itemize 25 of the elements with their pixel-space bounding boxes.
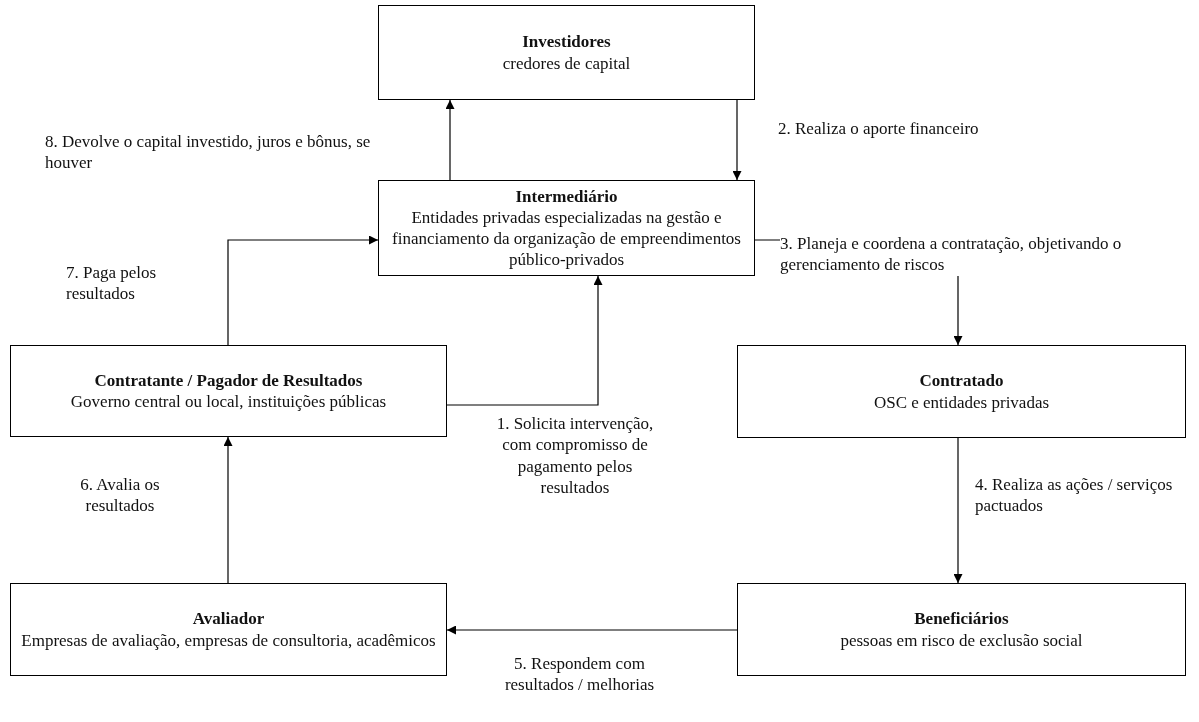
- box-heading: Beneficiários: [914, 608, 1009, 630]
- process-box: [378, 5, 755, 100]
- process-box: [378, 180, 755, 276]
- box-heading: Contratante / Pagador de Resultados: [94, 369, 363, 391]
- box-heading: Investidores: [522, 31, 611, 53]
- box-description: Governo central ou local, instituições públicas: [70, 391, 387, 413]
- box-description: OSC e entidades privadas: [873, 391, 1050, 413]
- box-heading: Avaliador: [192, 608, 265, 630]
- arrow: [446, 275, 603, 406]
- process-box: [10, 583, 447, 676]
- arrow: [223, 436, 233, 584]
- box-heading: Contratado: [919, 370, 1004, 392]
- box-description: pessoas em risco de exclusão social: [840, 629, 1083, 651]
- box-description: Entidades privadas especializadas na gestão e financiamento da organização de empreendimentos público-privados: [391, 206, 742, 271]
- arrow: [953, 437, 963, 584]
- process-box: [10, 345, 447, 437]
- arrow: [445, 99, 455, 181]
- arrow: [446, 625, 738, 635]
- arrow: [732, 99, 742, 181]
- box-description: credores de capital: [502, 52, 631, 74]
- process-box: [737, 583, 1186, 676]
- process-box: [737, 345, 1186, 438]
- arrow: [227, 235, 379, 346]
- box-description: Empresas de avaliação, empresas de consultoria, acadêmicos: [21, 629, 436, 651]
- box-heading: Intermediário: [515, 185, 618, 207]
